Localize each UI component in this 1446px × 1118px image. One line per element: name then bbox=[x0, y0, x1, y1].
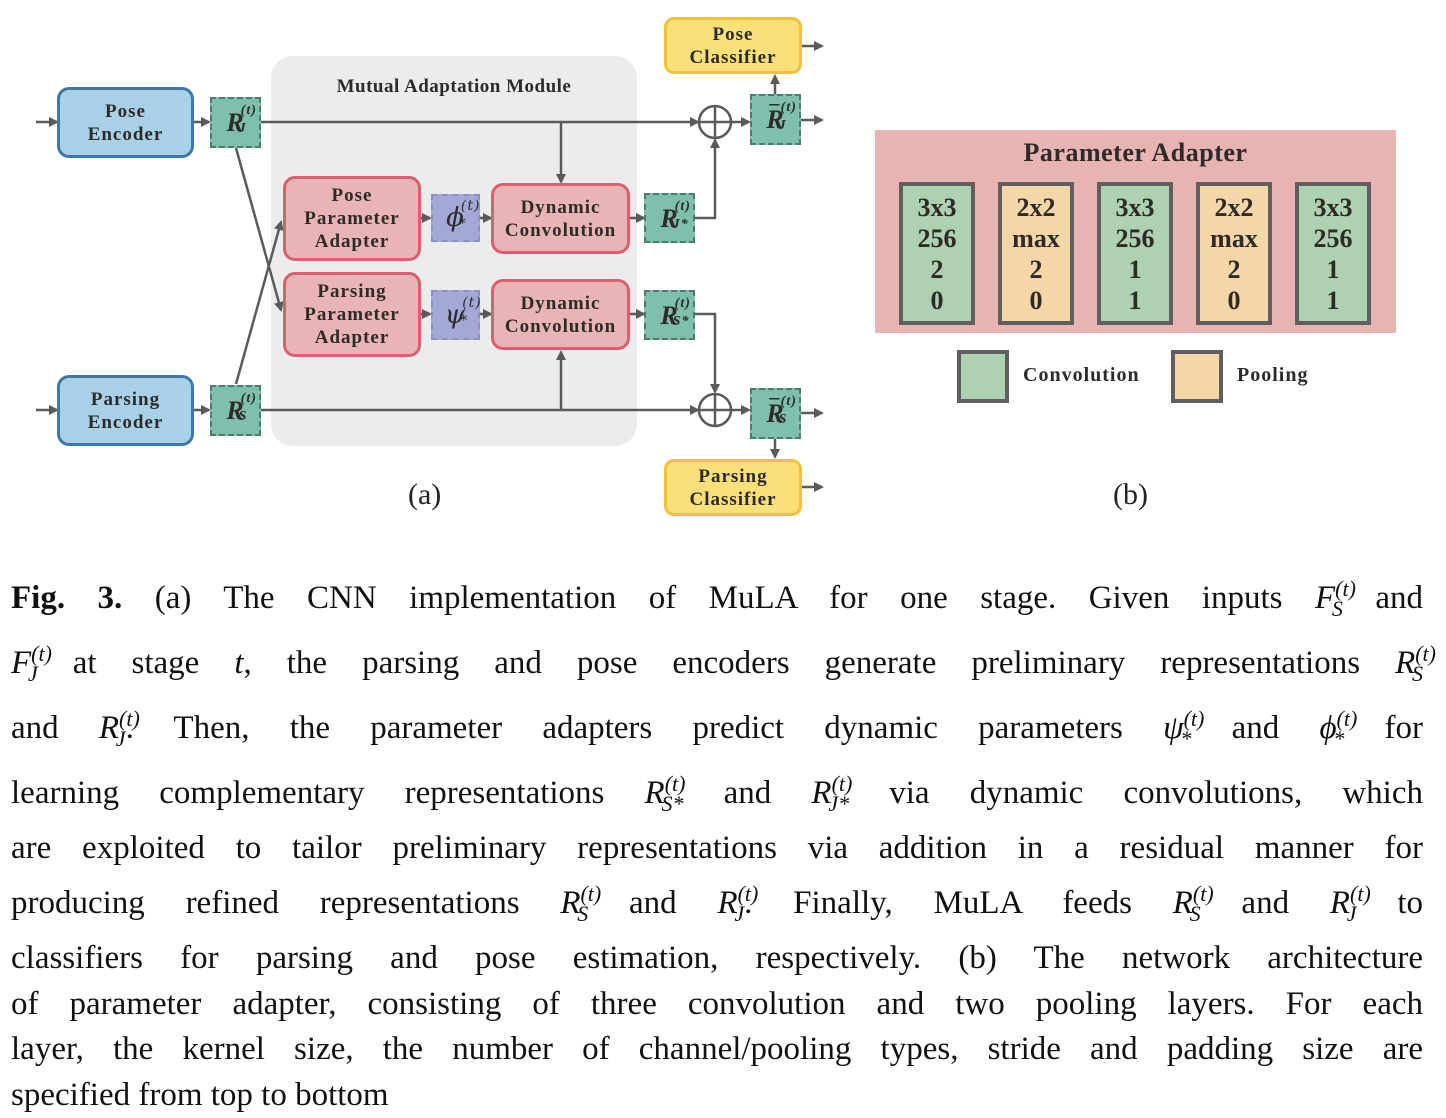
sum-operator-top bbox=[697, 104, 733, 140]
caption-line-10: specified from top to bottom bbox=[11, 1076, 389, 1113]
layer-kernel: 2x2 bbox=[1214, 192, 1254, 222]
math-f-s: F(t)S bbox=[1314, 576, 1356, 621]
arrow-rjstar-to-sum bbox=[695, 138, 720, 220]
layer-channels: 256 bbox=[917, 223, 957, 253]
layer-conv-3: 3x3 256 1 1 bbox=[1295, 182, 1371, 325]
math-r-s-bar-2: R(t)S bbox=[1172, 881, 1214, 926]
arrow-rj-to-parsing-adapter bbox=[234, 147, 284, 312]
pose-parameter-adapter: Pose Parameter Adapter bbox=[283, 176, 421, 261]
dynamic-convolution-bottom: Dynamic Convolution bbox=[491, 279, 630, 350]
layer-padding: 0 bbox=[1227, 285, 1241, 315]
caption-line-5: are exploited to tailor preliminary repr… bbox=[11, 830, 1423, 866]
layer-kernel: 3x3 bbox=[1115, 192, 1155, 222]
math-phi: ϕ(t)* bbox=[1319, 706, 1358, 751]
math-r-j-star: R(t)J* bbox=[811, 771, 853, 816]
sum-operator-bottom bbox=[697, 392, 733, 428]
parameter-adapter-title: Parameter Adapter bbox=[1023, 138, 1248, 167]
layer-pool-type: max bbox=[1210, 223, 1258, 253]
figure-label: Fig. 3. bbox=[11, 580, 123, 616]
layer-padding: 1 bbox=[1128, 285, 1142, 315]
math-r-s-star: R(t)S* bbox=[644, 771, 686, 816]
connector-arrows bbox=[36, 41, 1396, 492]
mutual-adaptation-module-title: Mutual Adaptation Module bbox=[336, 76, 572, 97]
layer-stride: 2 bbox=[1029, 254, 1043, 284]
layer-stride: 2 bbox=[1227, 254, 1241, 284]
legend-label-convolution: Convolution bbox=[1023, 364, 1140, 386]
layer-stride: 1 bbox=[1326, 254, 1340, 284]
layer-pool-type: max bbox=[1012, 223, 1060, 253]
layer-stride: 2 bbox=[930, 254, 944, 284]
caption-line-4: learning complementary representations R… bbox=[11, 771, 1423, 816]
dynamic-convolution-top: Dynamic Convolution bbox=[491, 183, 630, 254]
layer-padding: 0 bbox=[1029, 285, 1043, 315]
layer-kernel: 3x3 bbox=[917, 192, 957, 222]
math-r-j: R(t)J bbox=[98, 706, 140, 751]
layer-channels: 256 bbox=[1313, 223, 1353, 253]
pose-classifier: Pose Classifier bbox=[664, 17, 802, 74]
caption-line-8: of parameter adapter, consisting of thre… bbox=[11, 985, 1423, 1022]
rep-r-s: R(t)S bbox=[210, 385, 261, 436]
figure: Mutual Adaptation Module bbox=[0, 0, 1446, 540]
legend-label-pooling: Pooling bbox=[1237, 364, 1309, 386]
layer-padding: 0 bbox=[930, 285, 944, 315]
rep-r-j: R(t)J bbox=[210, 97, 261, 148]
parsing-classifier: Parsing Classifier bbox=[664, 459, 802, 516]
legend-swatch-convolution bbox=[957, 350, 1009, 403]
arrow-rs-to-pose-adapter bbox=[234, 220, 284, 385]
caption-line-9: layer, the kernel size, the number of ch… bbox=[11, 1031, 1423, 1068]
parsing-encoder: Parsing Encoder bbox=[57, 375, 194, 446]
param-psi: ψ(t)* bbox=[431, 290, 481, 340]
layer-pool-1: 2x2 max 2 0 bbox=[998, 182, 1074, 325]
layer-conv-1: 3x3 256 2 0 bbox=[899, 182, 975, 325]
rep-r-j-bar: ¯R(t)J bbox=[750, 94, 801, 145]
caption-line-2: F(t)J at stage t, the parsing and pose e… bbox=[11, 641, 1436, 686]
rep-r-j-star: R(t)J* bbox=[644, 193, 695, 243]
math-f-j: F(t)J bbox=[11, 641, 52, 686]
math-r-j-bar-2: R(t)J bbox=[1329, 881, 1371, 926]
caption-line-3: and R(t)J. Then, the parameter adapters … bbox=[11, 706, 1423, 751]
layer-kernel: 2x2 bbox=[1016, 192, 1056, 222]
rep-r-s-bar: ¯R(t)S bbox=[750, 388, 801, 439]
figure-caption: Fig. 3. (a) The CNN implementation of Mu… bbox=[11, 566, 1436, 1118]
arrow-rsstar-to-sum bbox=[695, 312, 720, 394]
subfigure-label-a: (a) bbox=[408, 478, 442, 511]
caption-line-1: Fig. 3. (a) The CNN implementation of Mu… bbox=[11, 576, 1424, 621]
pose-encoder: Pose Encoder bbox=[57, 87, 194, 158]
layer-kernel: 3x3 bbox=[1313, 192, 1353, 222]
rep-r-s-star: R(t)S* bbox=[644, 290, 695, 340]
layer-padding: 1 bbox=[1326, 285, 1340, 315]
layer-stride: 1 bbox=[1128, 254, 1142, 284]
layer-channels: 256 bbox=[1115, 223, 1155, 253]
caption-line-6: producing refined representations R(t)S … bbox=[11, 881, 1423, 926]
math-r-j-bar: R(t)J bbox=[717, 881, 759, 926]
math-psi: ψ(t)* bbox=[1163, 706, 1205, 751]
layer-conv-2: 3x3 256 1 1 bbox=[1097, 182, 1173, 325]
math-r-s: R(t)S bbox=[1395, 641, 1436, 686]
math-r-s-bar: R(t)S bbox=[560, 881, 602, 926]
parsing-parameter-adapter: Parsing Parameter Adapter bbox=[283, 272, 421, 357]
legend-swatch-pooling bbox=[1171, 350, 1223, 403]
subfigure-label-b: (b) bbox=[1113, 478, 1148, 511]
caption-line-7: classifiers for parsing and pose estimat… bbox=[11, 940, 1423, 977]
param-phi: ϕ(t)* bbox=[431, 194, 480, 242]
layer-pool-2: 2x2 max 2 0 bbox=[1196, 182, 1272, 325]
